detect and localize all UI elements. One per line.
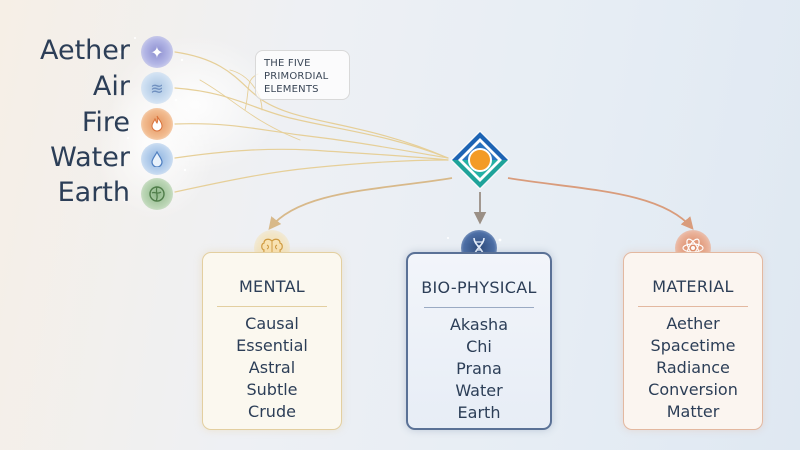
card-item-list: Aether Spacetime Radiance Conversion Mat… <box>624 313 762 423</box>
list-item: Matter <box>666 402 720 421</box>
globe-leaf-icon <box>141 178 173 210</box>
diamond-sun-icon <box>448 128 512 192</box>
callout-line: PRIMORDIAL <box>264 71 329 82</box>
list-item: Chi <box>466 337 492 356</box>
list-item: Prana <box>456 359 502 378</box>
list-item: Spacetime <box>650 336 736 355</box>
callout-line: ELEMENTS <box>264 84 319 95</box>
droplet-icon <box>141 143 173 175</box>
category-card-mental: MENTAL Causal Essential Astral Subtle Cr… <box>202 252 342 430</box>
card-item-list: Akasha Chi Prana Water Earth <box>408 314 550 424</box>
list-item: Earth <box>457 403 501 422</box>
list-item: Radiance <box>656 358 730 377</box>
card-title: MENTAL <box>238 277 306 296</box>
card-divider <box>638 306 748 307</box>
callout-five-elements: THE FIVE PRIMORDIAL ELEMENTS <box>255 50 350 100</box>
card-divider <box>217 306 327 307</box>
list-item: Water <box>455 381 503 400</box>
category-card-material: MATERIAL Aether Spacetime Radiance Conve… <box>623 252 763 430</box>
list-item: Conversion <box>648 380 738 399</box>
sparkle-icon: ✦ <box>141 36 173 68</box>
flame-icon <box>141 108 173 140</box>
list-item: Astral <box>248 358 296 377</box>
card-divider <box>424 307 534 308</box>
element-label-water: Water <box>50 142 130 173</box>
list-item: Akasha <box>449 315 508 334</box>
card-title: MATERIAL <box>652 277 734 296</box>
element-label-aether: Aether <box>39 35 130 66</box>
card-title: BIO-PHYSICAL <box>421 278 537 297</box>
arrow-to-mental <box>268 177 453 230</box>
list-item: Causal <box>245 314 299 333</box>
card-item-list: Causal Essential Astral Subtle Crude <box>203 313 341 423</box>
element-label-air: Air <box>92 71 130 102</box>
element-label-earth: Earth <box>57 177 130 208</box>
wind-icon: ≋ <box>141 72 173 104</box>
list-item: Subtle <box>246 380 298 399</box>
callout-line: THE FIVE <box>264 58 311 69</box>
arrow-to-material <box>507 177 694 230</box>
list-item: Essential <box>236 336 308 355</box>
list-item: Aether <box>666 314 720 333</box>
element-label-fire: Fire <box>81 107 130 138</box>
element-flow-strands <box>174 51 449 193</box>
list-item: Crude <box>248 402 296 421</box>
category-card-bio-physical: BIO-PHYSICAL Akasha Chi Prana Water Eart… <box>406 252 552 430</box>
